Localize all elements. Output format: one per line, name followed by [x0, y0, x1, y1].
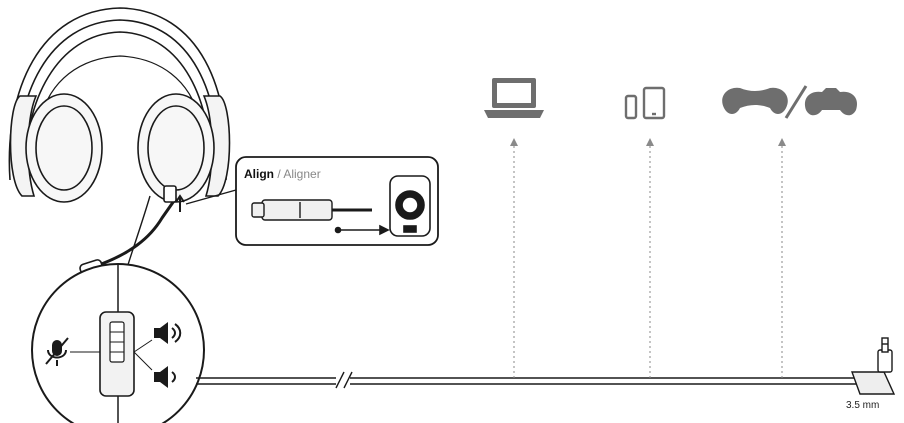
- inline-remote-callout: [31, 263, 205, 423]
- align-callout: [185, 156, 439, 246]
- insert-arrow-icon: [334, 224, 390, 236]
- align-label-separator: /: [274, 167, 284, 181]
- volume-down-icon: [154, 366, 176, 388]
- align-callout-box: [235, 156, 439, 246]
- laptop-icon: [484, 78, 544, 118]
- align-label-french: Aligner: [283, 167, 321, 181]
- boom-mic: [79, 185, 178, 275]
- plug-connector-icon: [251, 199, 372, 221]
- phone-tablet-icon: [624, 86, 666, 120]
- connection-arrowheads: [510, 138, 786, 146]
- jack-socket-icon: [389, 175, 431, 237]
- audio-jack-icon: [851, 337, 896, 395]
- game-controllers-icon: [722, 85, 858, 119]
- mic-mute-icon: [45, 337, 69, 366]
- jack-size-label: 3.5 mm: [846, 400, 880, 411]
- volume-up-icon: [154, 322, 182, 344]
- left-ear-cup: [9, 93, 103, 203]
- align-label: Align / Aligner: [244, 167, 321, 181]
- connection-lines: [513, 146, 783, 378]
- right-ear-cup: [137, 93, 231, 203]
- main-cable: [196, 371, 858, 389]
- headset-illustration: [8, 7, 231, 286]
- align-label-english: Align: [244, 167, 274, 181]
